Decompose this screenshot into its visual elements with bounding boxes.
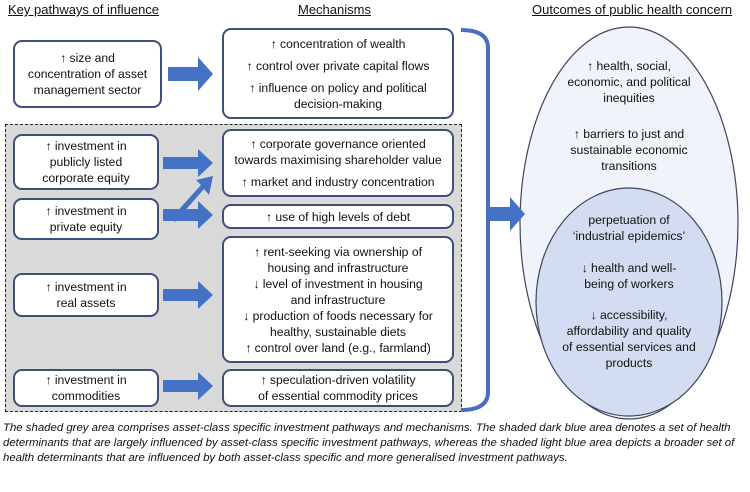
pathway-text: corporate equity	[42, 171, 130, 185]
pathway-text: ↑ size and	[60, 51, 115, 65]
mechanism-listed-equity: ↑ corporate governance oriented towards …	[222, 129, 454, 197]
outcome-text: affordability and quality	[566, 324, 692, 338]
mechanism-text: ↑ control over private capital flows	[246, 58, 430, 73]
outcome-text: ‘industrial epidemics’	[572, 229, 686, 243]
arrow-commodities	[163, 372, 213, 400]
mechanism-text: ↑ market and industry concentration	[241, 175, 435, 189]
outcome-essential-services: ↓ accessibility, affordability and quali…	[548, 307, 710, 371]
pathway-real-assets: ↑ investment in real assets	[13, 273, 159, 317]
pathway-private-equity: ↑ investment in private equity	[13, 198, 159, 240]
outcome-text: sustainable economic	[570, 143, 688, 157]
arrow-to-outcomes	[488, 197, 525, 231]
outcome-industrial-epidemics: perpetuation of ‘industrial epidemics’	[553, 212, 705, 244]
outcome-transition-barriers: ↑ barriers to just and sustainable econo…	[548, 126, 710, 174]
mechanism-text: ↓ level of investment in housing	[253, 276, 423, 291]
pathway-text: private equity	[49, 220, 123, 234]
mechanism-text: ↑ influence on policy and political	[249, 80, 427, 95]
outcome-text: transitions	[601, 159, 657, 173]
pathway-text: concentration of asset	[27, 67, 148, 81]
pathway-text: ↑ investment in	[45, 139, 127, 153]
header-mechanisms: Mechanisms	[298, 2, 371, 17]
outcome-text: ↑ barriers to just and	[573, 127, 685, 141]
pathway-text: ↑ investment in	[45, 204, 127, 218]
mechanism-text: ↓ production of foods necessary for	[243, 308, 433, 323]
mechanism-text: ↑ control over land (e.g., farmland)	[245, 340, 431, 355]
outcome-text: ↓ accessibility,	[590, 308, 668, 322]
outcome-worker-health: ↓ health and well- being of workers	[553, 260, 705, 292]
mechanism-text: towards maximising shareholder value	[234, 153, 442, 167]
arrow-listed-equity	[163, 149, 213, 177]
pathway-text: publicly listed	[49, 155, 123, 169]
arrow-asset-management	[168, 57, 213, 91]
inner-outcomes-ellipse	[535, 187, 723, 417]
figure-caption: The shaded grey area comprises asset-cla…	[3, 422, 735, 465]
mechanism-text: housing and infrastructure	[267, 260, 409, 275]
outcome-inequities: ↑ health, social, economic, and politica…	[548, 58, 710, 106]
outcome-text: ↓ health and well-	[581, 261, 677, 275]
pathway-listed-corporate-equity: ↑ investment in publicly listed corporat…	[13, 134, 159, 190]
pathway-asset-management-sector: ↑ size and concentration of asset manage…	[13, 40, 162, 108]
pathway-text: ↑ investment in	[45, 280, 127, 294]
mechanism-text: and infrastructure	[290, 292, 386, 307]
mechanism-text: ↑ speculation-driven volatility	[260, 373, 416, 387]
mechanism-text: decision-making	[293, 96, 383, 111]
header-pathways: Key pathways of influence	[8, 2, 160, 17]
mechanism-text: ↑ rent-seeking via ownership of	[253, 244, 422, 259]
outcome-text: economic, and political	[567, 75, 691, 89]
mechanism-text: ↑ corporate governance oriented	[250, 137, 426, 151]
mechanisms-bracket	[460, 28, 490, 412]
mechanism-asset-management: ↑ concentration of wealth ↑ control over…	[222, 28, 454, 119]
mechanism-text: ↑ concentration of wealth	[270, 36, 406, 51]
pathway-text: management sector	[33, 83, 142, 97]
pathway-text: ↑ investment in	[45, 373, 127, 387]
mechanism-commodities: ↑ speculation-driven volatility of essen…	[222, 369, 454, 407]
outcome-text: ↑ health, social,	[586, 59, 671, 73]
outcome-text: of essential services and	[562, 340, 696, 354]
mechanism-text: ↑ use of high levels of debt	[265, 209, 411, 224]
mechanism-text: of essential commodity prices	[258, 389, 418, 403]
outcome-text: perpetuation of	[588, 213, 670, 227]
pathway-text: commodities	[51, 389, 121, 403]
arrow-real-assets	[163, 281, 213, 309]
mechanism-real-assets: ↑ rent-seeking via ownership of housing …	[222, 236, 454, 363]
pathway-text: real assets	[56, 296, 116, 310]
arrow-private-equity	[163, 201, 213, 229]
outcome-text: products	[605, 356, 653, 370]
mechanism-private-equity: ↑ use of high levels of debt	[222, 204, 454, 229]
outcome-text: being of workers	[584, 277, 674, 291]
mechanism-text: healthy, sustainable diets	[270, 324, 406, 339]
arrow-private-equity-up	[163, 176, 213, 222]
pathway-commodities: ↑ investment in commodities	[13, 369, 159, 407]
outcome-text: inequities	[603, 91, 655, 105]
header-outcomes: Outcomes of public health concern	[532, 2, 733, 17]
